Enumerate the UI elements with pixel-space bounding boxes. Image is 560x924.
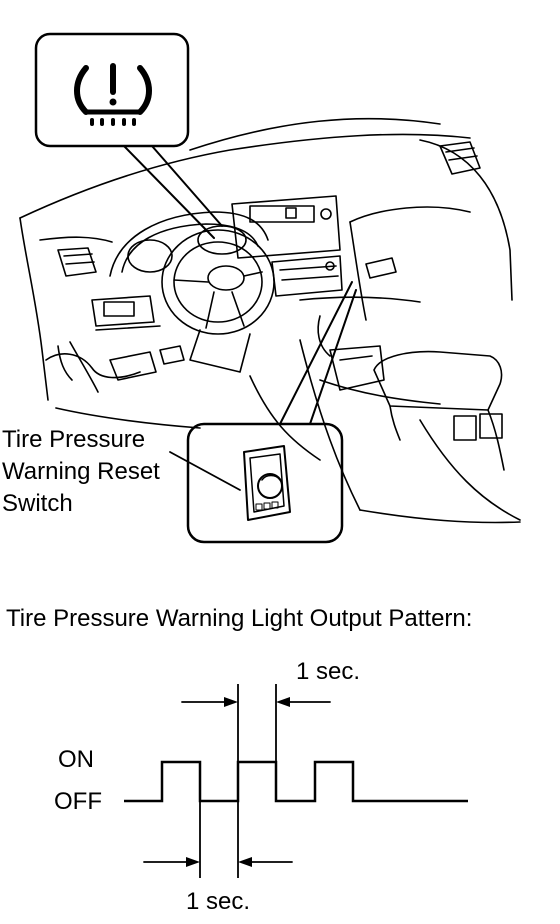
reset-switch-icon	[243, 445, 291, 521]
reset-switch-label: Tire Pressure Warning Reset Switch	[2, 424, 160, 520]
reset-switch-label-line-1: Tire Pressure	[2, 426, 146, 453]
on-level-label: ON	[58, 746, 94, 773]
off-level-label: OFF	[54, 788, 102, 815]
bottom-duration-label: 1 sec.	[186, 888, 251, 915]
bottom-timing-arrows	[143, 857, 293, 867]
timing-extension-lines	[199, 684, 277, 878]
dashboard-illustration	[19, 117, 521, 524]
tire-pressure-warning-icon	[74, 63, 152, 126]
reset-switch-callout	[169, 281, 357, 544]
warning-light-callout	[34, 32, 223, 239]
top-duration-label: 1 sec.	[296, 658, 361, 685]
reset-switch-label-line-3: Switch	[2, 490, 73, 517]
output-pattern-waveform	[124, 760, 468, 803]
pattern-title: Tire Pressure Warning Light Output Patte…	[6, 605, 473, 632]
reset-switch-label-line-2: Warning Reset	[2, 458, 160, 485]
top-timing-arrows	[181, 697, 331, 707]
